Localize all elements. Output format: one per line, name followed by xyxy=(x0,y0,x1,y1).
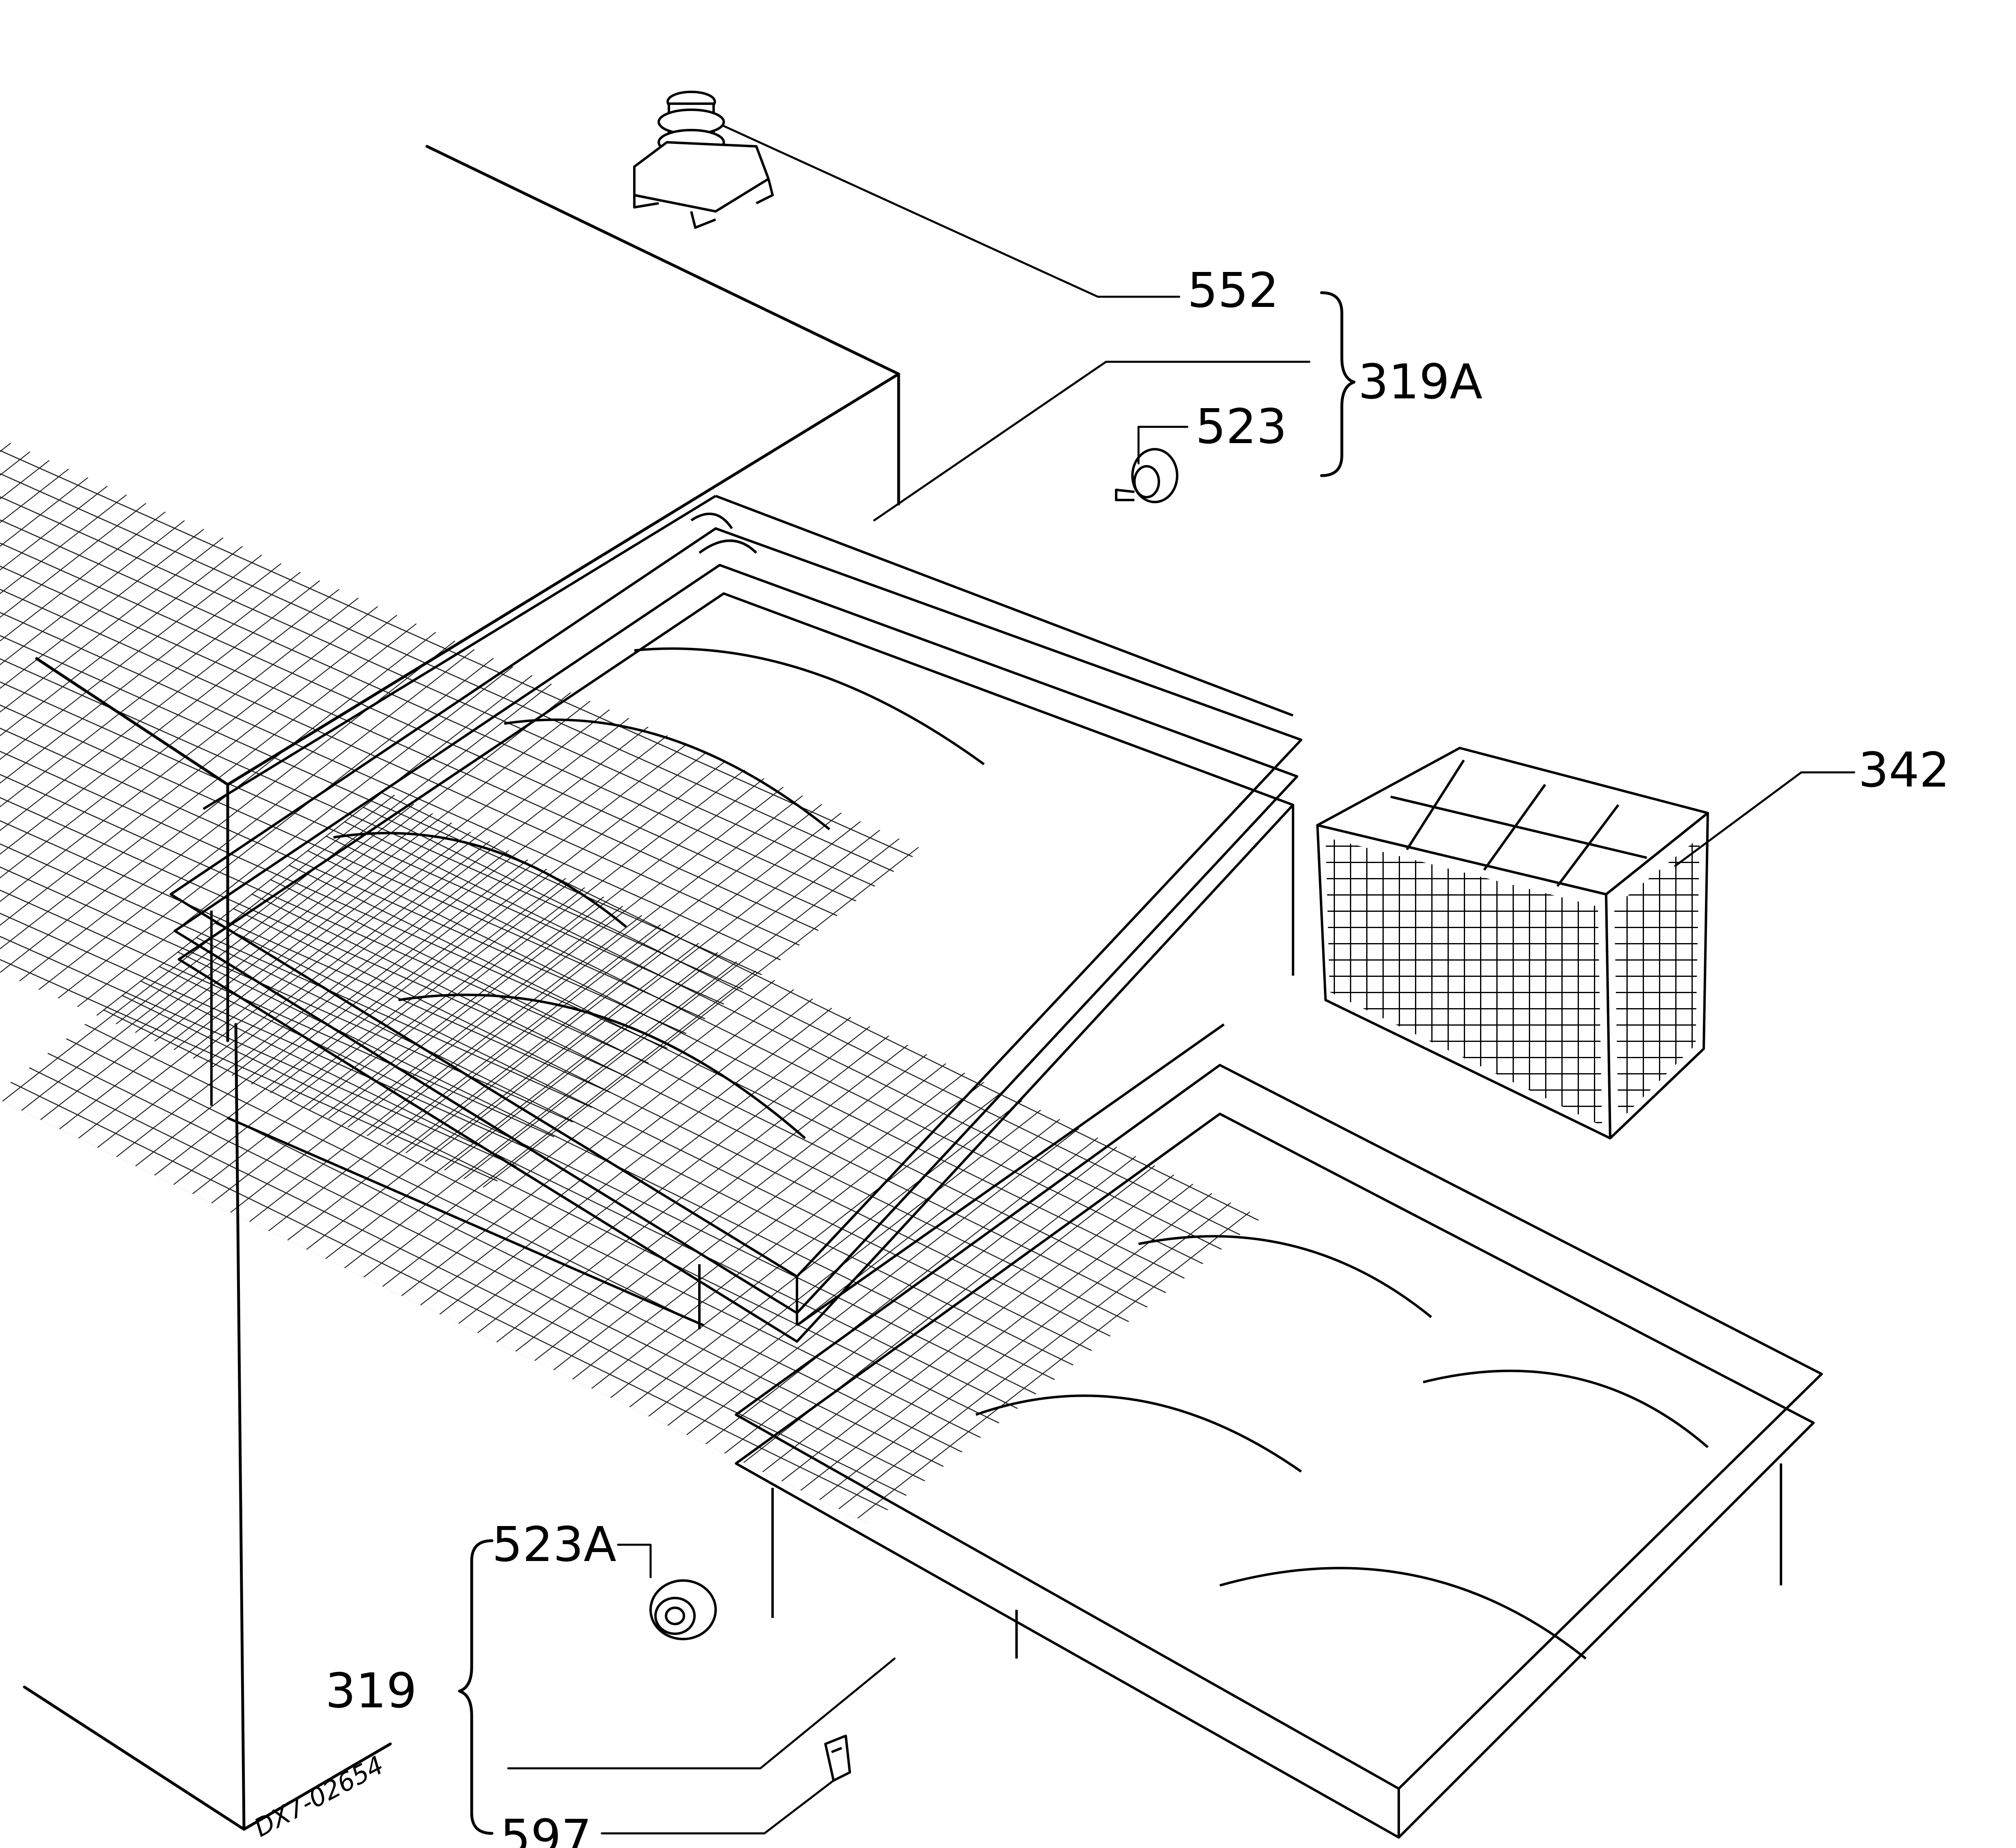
rail-end-stopper-part xyxy=(633,91,774,229)
label-523A: 523A xyxy=(492,1516,616,1572)
roller-part xyxy=(1115,448,1178,503)
leader-lines xyxy=(507,125,1855,1835)
label-597: 597 xyxy=(500,1809,592,1848)
brace-319 xyxy=(458,1539,494,1835)
wheel-part xyxy=(649,1579,717,1640)
lower-basket xyxy=(0,790,1823,1839)
drawing-code: DX7-02654 xyxy=(249,1750,389,1843)
brace-319A xyxy=(1320,291,1356,477)
label-342: 342 xyxy=(1858,742,1950,798)
clip-part xyxy=(824,1735,851,1782)
cutlery-basket xyxy=(1316,747,1709,1139)
label-319A: 319A xyxy=(1358,354,1483,410)
label-552: 552 xyxy=(1187,262,1279,318)
label-319: 319 xyxy=(325,1663,417,1719)
label-523: 523 xyxy=(1195,398,1287,454)
